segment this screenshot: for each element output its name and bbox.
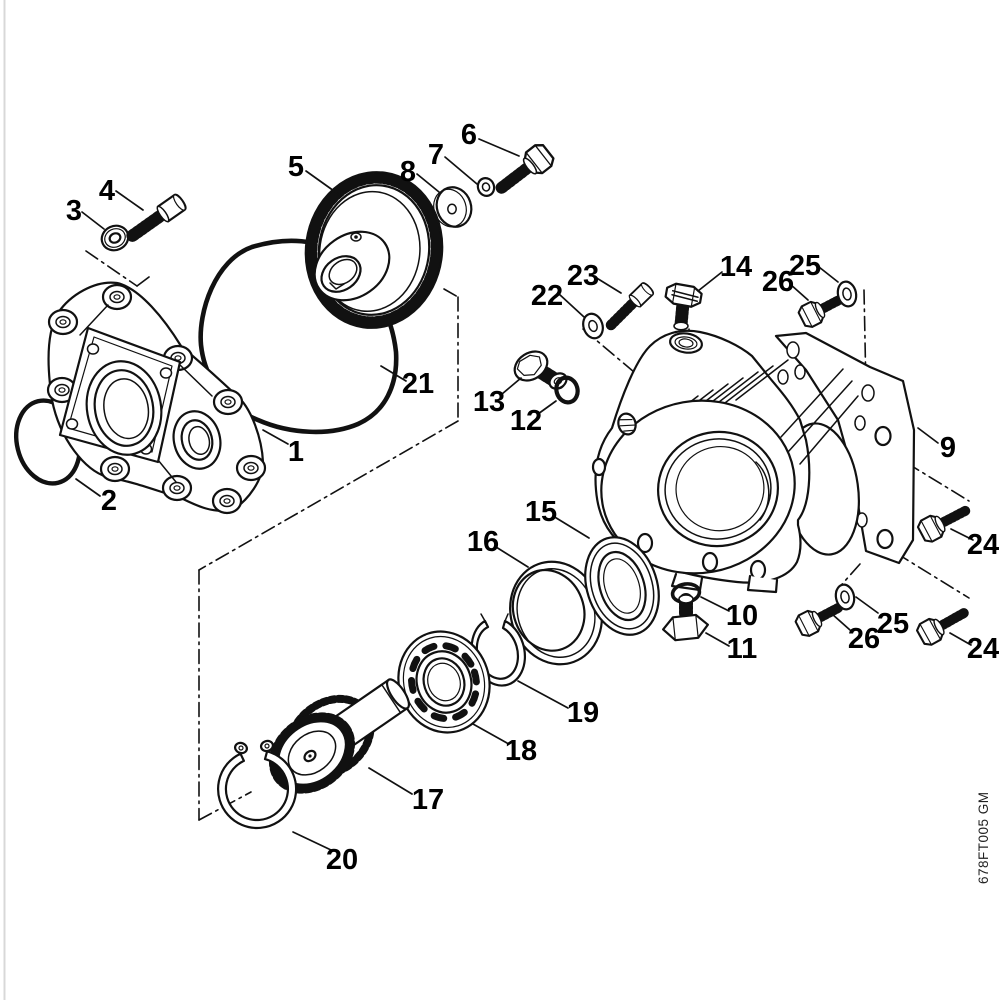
callout-11: 11 xyxy=(727,633,758,665)
callout-labels: 1 2 3 4 5 6 7 8 9 10 11 12 13 14 15 16 1… xyxy=(66,119,999,876)
circlip-20 xyxy=(217,739,298,830)
gear-hub xyxy=(313,230,391,302)
callout-7: 7 xyxy=(428,139,444,171)
callout-23: 23 xyxy=(567,260,599,292)
threaded-hole xyxy=(617,412,637,436)
washer-25-top xyxy=(836,280,858,308)
callout-10: 10 xyxy=(726,600,758,632)
callout-22: 22 xyxy=(531,280,563,312)
cover-bolt-lugs xyxy=(46,283,267,515)
housing-bore xyxy=(656,430,780,548)
gearbox-cover xyxy=(46,281,267,515)
hex-bolt-24-bottom xyxy=(913,608,969,649)
drawing-code: 678FT005 GM xyxy=(976,791,991,884)
gear-housing xyxy=(591,329,916,594)
callout-12: 12 xyxy=(510,405,542,437)
cover-second-bore xyxy=(172,410,222,470)
callout-9: 9 xyxy=(940,432,956,464)
callout-25-top: 25 xyxy=(789,250,821,282)
pinion-shaft-17 xyxy=(268,678,411,794)
disc-washer-8 xyxy=(433,186,473,228)
callout-24-bottom: 24 xyxy=(967,633,999,665)
cover-main-bore xyxy=(85,360,163,456)
callout-18: 18 xyxy=(505,735,537,767)
hex-bolt-26-top xyxy=(795,294,846,331)
seal-ring-15 xyxy=(584,536,660,636)
callout-15: 15 xyxy=(525,496,557,528)
o-ring-12 xyxy=(554,375,580,405)
callout-4: 4 xyxy=(99,175,115,207)
ball-bearing-18 xyxy=(397,630,491,734)
leader-lines xyxy=(75,138,974,851)
callout-16: 16 xyxy=(467,526,499,558)
callout-17: 17 xyxy=(412,784,444,816)
callout-14: 14 xyxy=(720,251,752,283)
callout-26-top: 26 xyxy=(762,266,794,298)
callout-26-bottom: 26 xyxy=(848,623,880,655)
callout-3: 3 xyxy=(66,195,82,227)
callout-5: 5 xyxy=(288,151,304,183)
callout-8: 8 xyxy=(400,156,416,188)
callout-21: 21 xyxy=(402,368,434,400)
hex-bolt-6 xyxy=(494,140,558,195)
filler-plug-14 xyxy=(664,282,703,332)
callout-13: 13 xyxy=(473,386,505,418)
callout-2: 2 xyxy=(101,485,117,517)
callout-25-bottom: 25 xyxy=(877,608,909,640)
washer-3 xyxy=(100,224,130,252)
callout-20: 20 xyxy=(326,844,358,876)
washer-22 xyxy=(582,312,604,340)
socket-screw-4 xyxy=(125,192,189,243)
callout-6: 6 xyxy=(461,119,477,151)
lock-washer-7 xyxy=(476,177,496,197)
callout-1: 1 xyxy=(288,436,304,468)
drain-plug-13 xyxy=(513,350,568,390)
hex-bolt-24-top xyxy=(914,505,972,546)
callout-24-top: 24 xyxy=(967,529,999,561)
washer-25-bottom xyxy=(834,583,856,611)
hex-bolt-26-bottom xyxy=(792,603,843,640)
hex-nut-11 xyxy=(662,593,709,642)
socket-screw-23 xyxy=(605,280,656,331)
callout-19: 19 xyxy=(567,697,599,729)
